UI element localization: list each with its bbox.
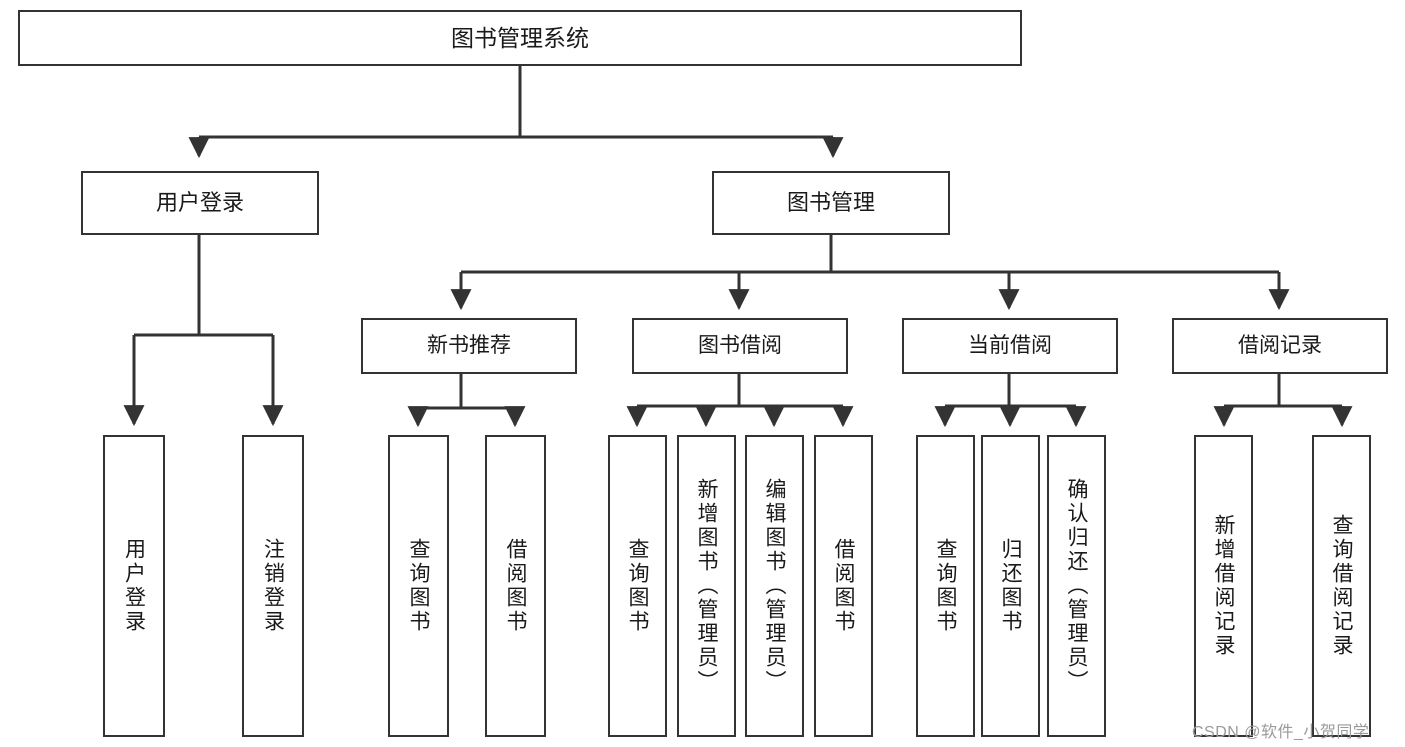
node-label: 注销登录 <box>261 538 285 634</box>
node-label: 新增图书（管理员） <box>695 478 718 694</box>
leaf-query-book-recommend[interactable]: 查询图书 <box>388 435 449 737</box>
node-label: 查询图书 <box>934 538 957 634</box>
leaf-query-borrow-record[interactable]: 查询借阅记录 <box>1312 435 1371 737</box>
watermark: CSDN @软件_小贺同学 <box>1192 724 1370 741</box>
node-label: 借阅图书 <box>832 538 855 634</box>
node-current-borrow[interactable]: 当前借阅 <box>902 318 1118 374</box>
node-label: 新增借阅记录 <box>1212 514 1235 658</box>
node-new-book-recommend[interactable]: 新书推荐 <box>361 318 577 374</box>
leaf-query-book-current[interactable]: 查询图书 <box>916 435 975 737</box>
leaf-borrow-book-recommend[interactable]: 借阅图书 <box>485 435 546 737</box>
leaf-borrow-book[interactable]: 借阅图书 <box>814 435 873 737</box>
leaf-edit-book-admin[interactable]: 编辑图书（管理员） <box>745 435 804 737</box>
node-book-borrow[interactable]: 图书借阅 <box>632 318 848 374</box>
node-label: 借阅记录 <box>1238 333 1322 357</box>
node-label: 查询借阅记录 <box>1330 514 1353 658</box>
node-label: 用户登录 <box>155 190 244 216</box>
leaf-return-book[interactable]: 归还图书 <box>981 435 1040 737</box>
leaf-query-book-borrow[interactable]: 查询图书 <box>608 435 667 737</box>
node-label: 图书借阅 <box>698 333 782 357</box>
leaf-logout[interactable]: 注销登录 <box>242 435 304 737</box>
node-book-management-system[interactable]: 图书管理系统 <box>18 10 1022 66</box>
leaf-user-login[interactable]: 用户登录 <box>103 435 165 737</box>
node-label: 确认归还（管理员） <box>1065 478 1088 694</box>
node-label: 借阅图书 <box>504 538 527 634</box>
node-borrow-record[interactable]: 借阅记录 <box>1172 318 1388 374</box>
node-label: 图书管理系统 <box>451 24 589 51</box>
node-user-login[interactable]: 用户登录 <box>81 171 319 235</box>
node-label: 编辑图书（管理员） <box>763 478 786 694</box>
leaf-add-book-admin[interactable]: 新增图书（管理员） <box>677 435 736 737</box>
node-label: 查询图书 <box>407 538 430 634</box>
node-label: 用户登录 <box>122 538 146 634</box>
node-label: 当前借阅 <box>968 333 1052 357</box>
leaf-confirm-return-admin[interactable]: 确认归还（管理员） <box>1047 435 1106 737</box>
node-label: 图书管理 <box>786 190 875 216</box>
node-label: 查询图书 <box>626 538 649 634</box>
node-label: 新书推荐 <box>427 333 511 357</box>
node-label: 归还图书 <box>999 538 1022 634</box>
node-book-management[interactable]: 图书管理 <box>712 171 950 235</box>
leaf-add-borrow-record[interactable]: 新增借阅记录 <box>1194 435 1253 737</box>
